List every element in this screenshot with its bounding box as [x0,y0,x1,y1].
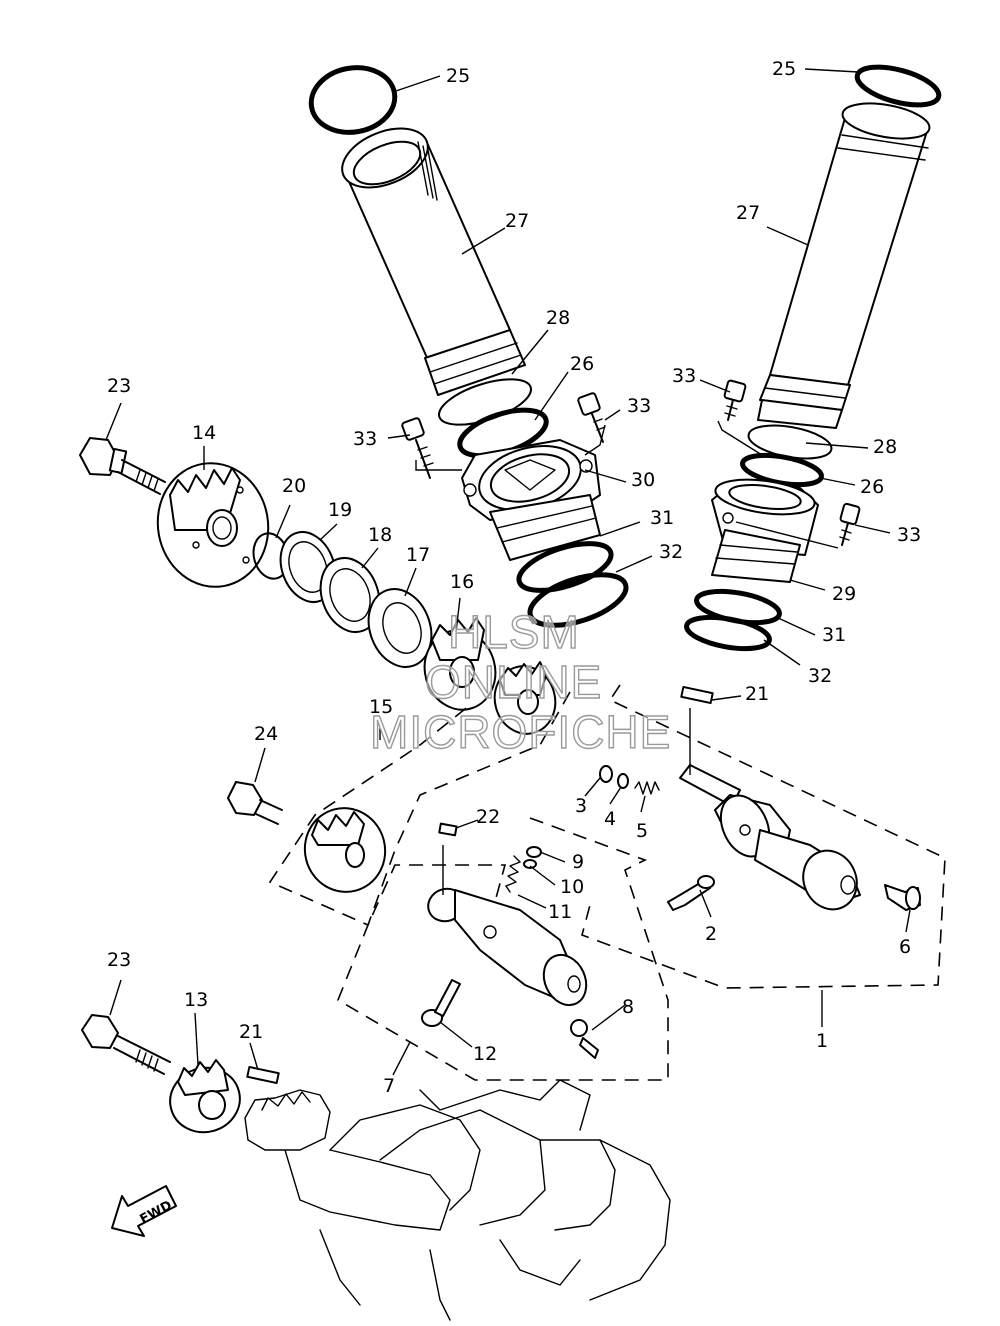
callout-16: 16 [450,571,474,593]
callout-17: 17 [406,544,430,566]
callout-33: 33 [672,365,696,387]
bolt-23-lower [81,1014,171,1075]
circlip-3 [599,765,613,783]
callout-labels: 25 25 27 27 28 28 26 26 33 33 33 33 30 3… [107,58,921,1097]
circlip-9 [526,846,542,858]
key-21-lower [246,1065,280,1085]
callout-27: 27 [736,202,760,224]
bolt-33-left-a [401,417,434,479]
ball-8 [570,1019,599,1059]
callout-7: 7 [383,1075,395,1097]
plug-6 [884,884,921,911]
crankshaft [244,1079,671,1321]
callout-31: 31 [822,624,846,646]
gear-24-driven [303,807,387,893]
watermark-line-2: ONLINE [425,656,602,708]
forward-direction-arrow: FWD [111,1185,177,1237]
watermark-line-3: MICROFICHE [370,706,671,758]
callout-30: 30 [631,469,655,491]
callout-4: 4 [604,808,616,830]
callout-29: 29 [832,583,856,605]
callout-28: 28 [873,436,897,458]
spring-11 [505,855,521,893]
callout-14: 14 [192,422,216,444]
callout-31: 31 [650,507,674,529]
callout-11: 11 [548,901,572,923]
washer-18 [319,557,381,633]
callout-23: 23 [107,949,131,971]
intake-joint-30 [461,439,601,561]
balancer-shaft-1 [679,764,861,911]
assembly-box-7 [337,817,669,1081]
callout-12: 12 [473,1043,497,1065]
assembly-box-15 [268,691,571,927]
callout-3: 3 [575,795,587,817]
key-21-upper [680,685,714,705]
callout-15: 15 [369,696,393,718]
callout-10: 10 [560,876,584,898]
o-ring-31-left [516,541,614,593]
callout-33: 33 [627,395,651,417]
gear-16b [493,661,557,735]
o-ring-32-right [684,614,772,652]
callout-24: 24 [254,723,278,745]
lock-washer-17 [367,588,433,668]
callout-21: 21 [745,683,769,705]
callout-6: 6 [899,936,911,958]
callout-2: 2 [705,923,717,945]
bolt-23-upper [79,437,166,495]
intake-joint-29 [711,478,819,583]
callout-25: 25 [446,65,470,87]
spring-5 [634,781,660,795]
callout-22: 22 [476,806,500,828]
watermark: HLSM ONLINE MICROFICHE [369,605,671,758]
intake-tube-27-left [341,127,526,396]
washer-10 [523,859,537,869]
watermark-line-1: HLSM [448,606,580,658]
callout-21: 21 [239,1021,263,1043]
bolt-33-right-a [723,379,747,421]
o-ring-32-left [527,572,629,628]
callout-13: 13 [184,989,208,1011]
callout-5: 5 [636,820,648,842]
bolt-33-right-b [839,502,861,546]
callout-20: 20 [282,475,306,497]
callout-33: 33 [897,524,921,546]
callout-27: 27 [505,210,529,232]
pin-12 [421,979,461,1027]
callout-8: 8 [622,996,634,1018]
gear-16 [423,617,497,711]
washer-4 [617,773,629,789]
callout-32: 32 [808,665,832,687]
leader-lines [105,68,911,1076]
assembly-box-1 [581,684,946,989]
balancer-shaft-7 [427,887,588,1007]
callout-19: 19 [328,499,352,521]
callout-32: 32 [659,541,683,563]
callout-25: 25 [772,58,796,80]
callout-26: 26 [570,353,594,375]
key-22 [438,822,458,837]
intake-tube-27-right [757,102,931,429]
callout-1: 1 [816,1030,828,1052]
gear-14 [156,462,270,588]
callout-26: 26 [860,476,884,498]
o-ring-25-right [854,64,942,108]
gear-13 [169,1059,241,1134]
callout-18: 18 [368,524,392,546]
bolt-24 [227,781,283,825]
bolt-33-left-b [577,392,606,443]
pin-2 [667,875,715,911]
o-ring-25-left [308,65,398,135]
callout-33: 33 [353,428,377,450]
callout-9: 9 [572,851,584,873]
callout-23: 23 [107,375,131,397]
callout-28: 28 [546,307,570,329]
